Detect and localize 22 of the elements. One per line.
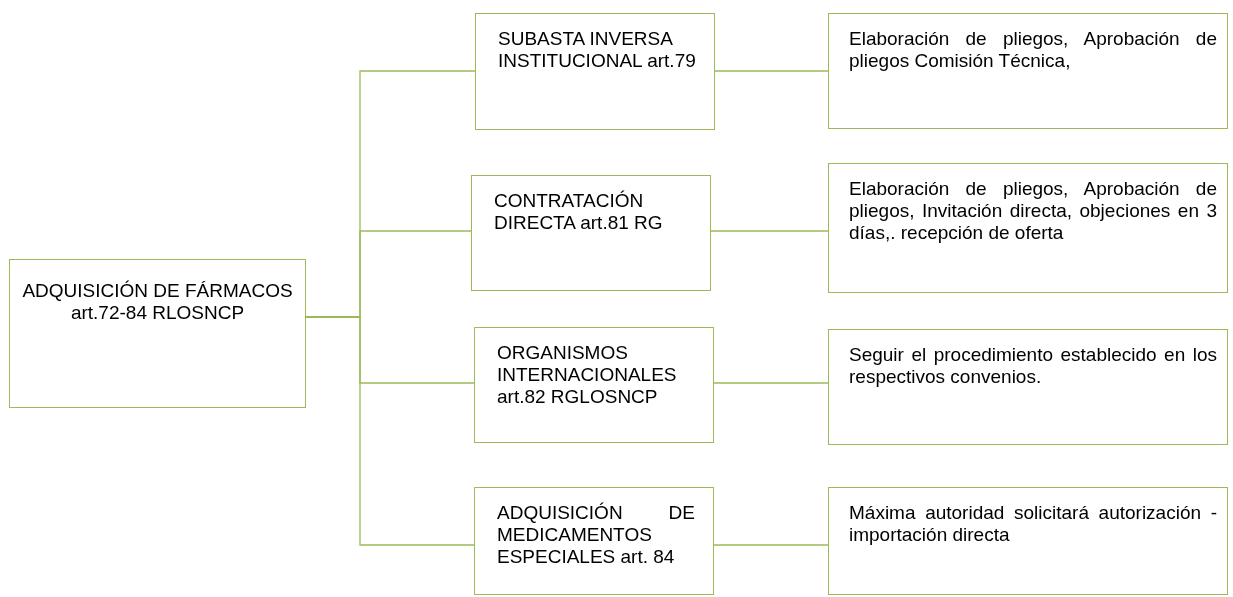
box-text: ADQUISICIÓN DE FÁRMACOS art.72-84 RLOSNCP	[21, 280, 294, 324]
box-text: ADQUISICIÓN DE MEDICAMENTOS ESPECIALES art. 84	[497, 502, 695, 568]
process-box	[828, 329, 1228, 445]
box-text: Elaboración de pliegos, Aprobación de pliegos Comisión Técnica,	[849, 28, 1217, 72]
process-box	[474, 327, 714, 443]
connector-line	[714, 70, 829, 72]
process-box	[474, 487, 714, 595]
box-text: Elaboración de pliegos, Aprobación de pliegos, Invitación directa, objeciones en 3 días,. recepción de oferta	[849, 178, 1217, 244]
box-text: Seguir el procedimiento establecido en los respectivos convenios.	[849, 344, 1217, 388]
process-box	[475, 13, 715, 130]
box-text: CONTRATACIÓN DIRECTA art.81 RG	[494, 190, 664, 234]
connector-line	[713, 382, 829, 384]
box-text: Máxima autoridad solicitará autorización - importación directa	[849, 502, 1217, 546]
process-box	[828, 13, 1228, 129]
process-box	[9, 259, 306, 408]
process-box	[828, 163, 1228, 293]
process-box	[828, 487, 1228, 595]
connector-line	[713, 544, 829, 546]
connector-line	[710, 230, 829, 232]
process-box	[471, 175, 711, 291]
box-text: ORGANISMOS INTERNACIONALES art.82 RGLOSNCP	[497, 342, 678, 408]
box-text: SUBASTA INVERSA INSTITUCIONAL art.79	[498, 28, 696, 72]
